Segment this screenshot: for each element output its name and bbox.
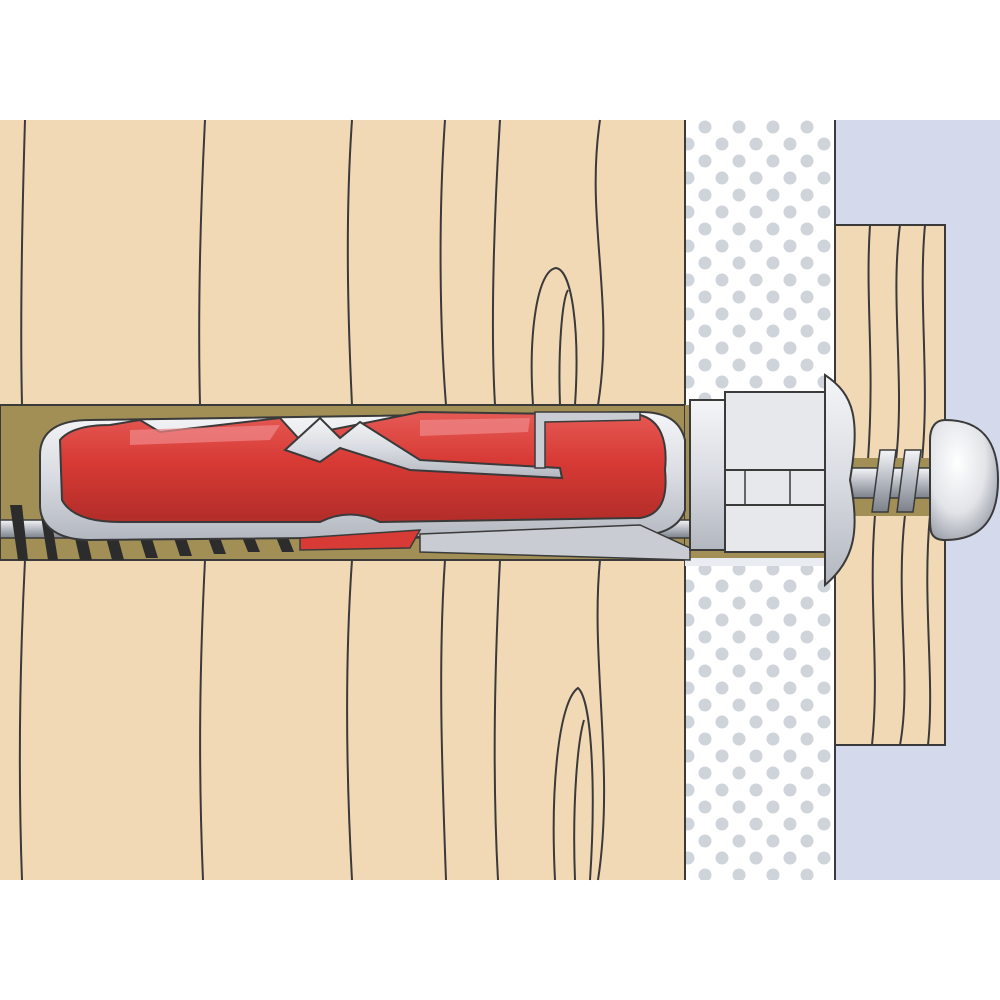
screw-head-icon [929,418,1000,542]
plug-collar [689,373,856,588]
wall-plug-icon [39,410,691,561]
plasterboard-hole-edge [685,558,835,566]
